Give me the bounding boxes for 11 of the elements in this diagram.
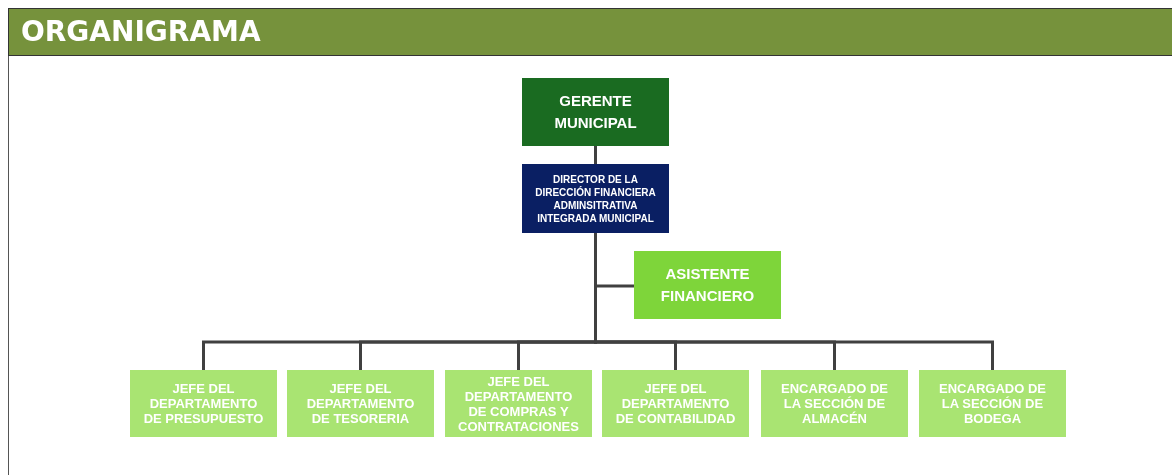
connector-line bbox=[594, 146, 597, 164]
department-box: JEFE DEL DEPARTAMENTO DE PRESUPUESTO bbox=[130, 370, 277, 437]
department-box: JEFE DEL DEPARTAMENTO DE CONTABILIDAD bbox=[602, 370, 749, 437]
department-box: JEFE DEL DEPARTAMENTO DE COMPRAS Y CONTRATACIONES bbox=[445, 370, 592, 437]
director-box: DIRECTOR DE LA DIRECCIÓN FINANCIERA ADMINSITRATIVA INTEGRADA MUNICIPAL bbox=[522, 164, 669, 233]
manager-box: GERENTE MUNICIPAL bbox=[522, 78, 669, 146]
title: ORGANIGRAMA bbox=[21, 14, 261, 50]
assistant-box: ASISTENTE FINANCIERO bbox=[634, 251, 781, 319]
department-box: ENCARGADO DE LA SECCIÓN DE BODEGA bbox=[919, 370, 1066, 437]
department-box: ENCARGADO DE LA SECCIÓN DE ALMACÉN bbox=[761, 370, 908, 437]
department-box: JEFE DEL DEPARTAMENTO DE TESORERIA bbox=[287, 370, 434, 437]
